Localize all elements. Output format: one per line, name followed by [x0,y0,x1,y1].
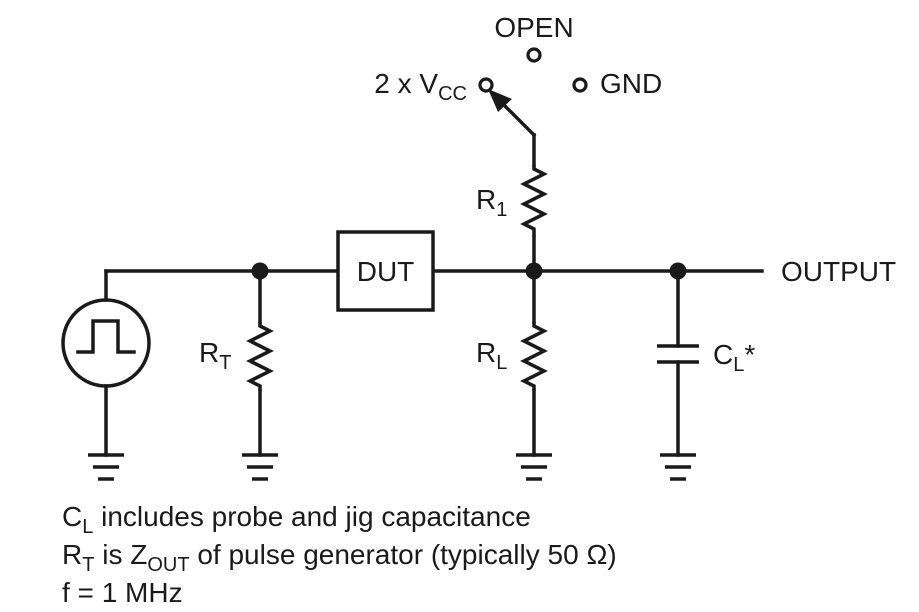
note-line-2: RT is ZOUT of pulse generator (typically… [62,539,617,576]
ground-symbol-source [88,453,124,481]
pulse-waveform-icon [76,319,136,354]
node-cl [669,262,687,280]
note-line-2-mid: is Z [94,539,147,570]
vcc-label: 2 x VCC [374,68,467,105]
ground-symbol-rt [242,453,278,481]
r1-label-subscript: 1 [496,199,507,221]
note-line-2-rest: of pulse generator (typically 50 Ω) [190,539,617,570]
cl-label: CL* [713,339,755,376]
ground-symbol-cl [660,453,696,481]
r1-label-main: R [476,184,496,215]
gnd-label: GND [600,68,662,99]
rl-label-subscript: L [496,352,507,374]
switch [478,47,588,138]
rt-label: RT [199,337,231,374]
dut-box [336,230,435,312]
capacitor-cl [657,344,699,364]
dut-label: DUT [357,256,415,287]
resistor-r1 [520,165,548,237]
ground-symbol-rl [516,453,552,481]
rl-label-main: R [476,337,496,368]
open-label: OPEN [494,12,573,43]
note-line-1-main: C [62,501,82,532]
rt-label-main: R [199,337,219,368]
r1-label: R1 [476,184,507,221]
vcc-label-subscript: CC [438,83,467,105]
note-line-2-subscript-2: OUT [147,554,189,576]
node-r1-rl [525,262,543,280]
vcc-label-prefix: 2 x V [374,68,438,99]
note-line-1: CL includes probe and jig capacitance [62,501,531,538]
cl-label-asterisk: * [744,339,755,370]
switch-arrow-icon [488,89,512,112]
terminal-gnd [572,77,588,93]
terminal-2vcc [478,77,494,93]
note-line-3: f = 1 MHz [62,577,183,608]
rt-label-subscript: T [219,352,231,374]
note-line-1-rest: includes probe and jig capacitance [93,501,530,532]
cl-label-main: C [713,339,733,370]
node-rt [251,262,269,280]
resistor-rl [520,322,548,391]
output-label: OUTPUT [781,256,896,287]
terminal-open [526,47,542,63]
note-line-1-subscript: L [82,516,93,538]
cl-label-subscript: L [733,354,744,376]
wires [104,133,764,457]
pulse-generator-circle [61,298,151,388]
pulse-generator [61,298,151,388]
note-line-2-main: R [62,539,82,570]
resistor-rt [246,322,274,391]
note-line-2-subscript: T [82,554,94,576]
rl-label: RL [476,337,507,374]
